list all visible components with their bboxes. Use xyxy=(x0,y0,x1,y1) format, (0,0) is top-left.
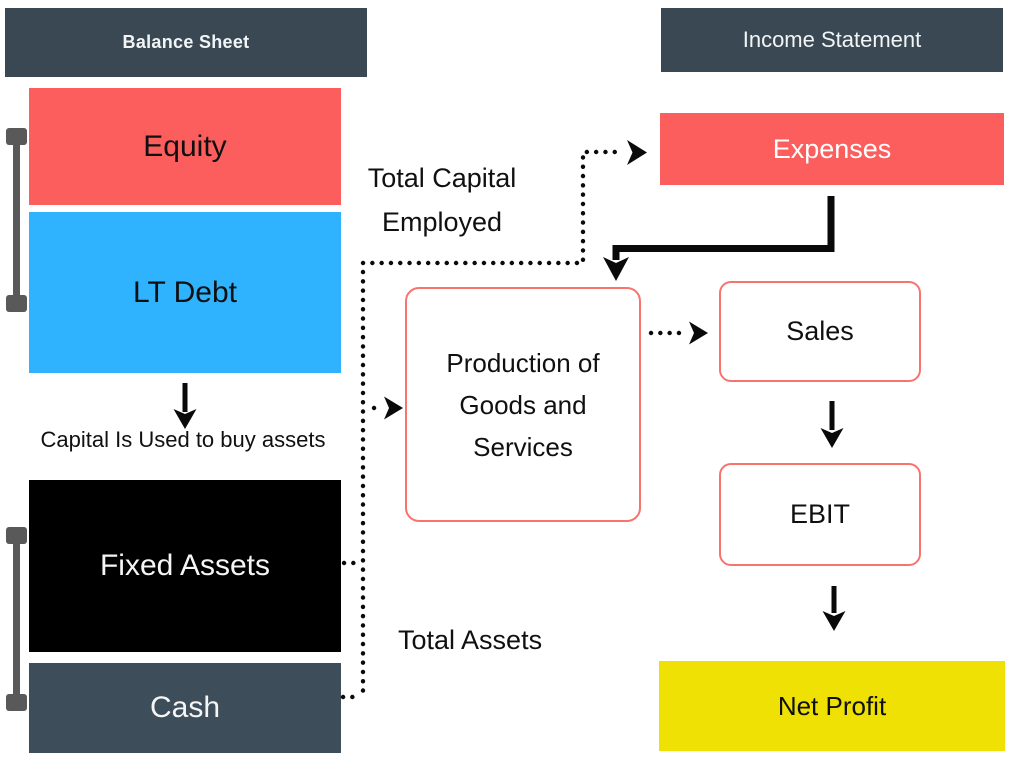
total-assets-label: Total Assets xyxy=(398,625,543,655)
sales-box: Sales xyxy=(719,281,921,382)
total-capital-line1: Total Capital xyxy=(367,163,517,193)
lt-debt-box: LT Debt xyxy=(29,212,341,373)
balance-sheet-header: Balance Sheet xyxy=(5,8,367,77)
fixed-assets-label: Fixed Assets xyxy=(99,549,271,582)
capital-used-label: Capital Is Used to buy assets xyxy=(40,427,326,452)
net-profit-label: Net Profit xyxy=(777,690,887,721)
expenses-to-production-arrow xyxy=(603,196,835,281)
total-capital-line2: Employed xyxy=(381,207,503,237)
ebit-box: EBIT xyxy=(719,463,921,566)
total-assets-dotted-spine xyxy=(340,269,366,700)
net-profit-box: Net Profit xyxy=(659,661,1005,751)
cash-label: Cash xyxy=(149,691,221,724)
expenses-box: Expenses xyxy=(660,113,1004,185)
fixed-assets-box: Fixed Assets xyxy=(29,480,341,652)
fixed-assets-cash-bracket xyxy=(6,527,27,711)
cash-box: Cash xyxy=(29,663,341,753)
equity-box: Equity xyxy=(29,88,341,205)
sales-to-ebit-arrow xyxy=(820,401,844,448)
ebit-label: EBIT xyxy=(789,499,850,529)
income-statement-header-label: Income Statement xyxy=(742,27,922,52)
income-statement-header: Income Statement xyxy=(661,8,1003,72)
equity-ltdebt-bracket xyxy=(6,128,27,312)
production-label: Production of Goods and Services xyxy=(446,347,600,462)
balance-sheet-header-label: Balance Sheet xyxy=(122,32,250,52)
total-capital-employed-label: Total Capital Employed xyxy=(346,156,538,244)
sales-label: Sales xyxy=(786,316,854,346)
lt-debt-label: LT Debt xyxy=(133,275,237,309)
production-box: Production of Goods and Services xyxy=(405,287,641,522)
assets-to-production-dotted-arrow xyxy=(371,396,403,420)
capital-used-arrow xyxy=(173,383,197,429)
equity-label: Equity xyxy=(143,129,227,163)
production-to-sales-dotted-arrow xyxy=(648,321,708,345)
ebit-to-net-profit-arrow xyxy=(822,586,846,631)
expenses-label: Expenses xyxy=(772,133,892,164)
